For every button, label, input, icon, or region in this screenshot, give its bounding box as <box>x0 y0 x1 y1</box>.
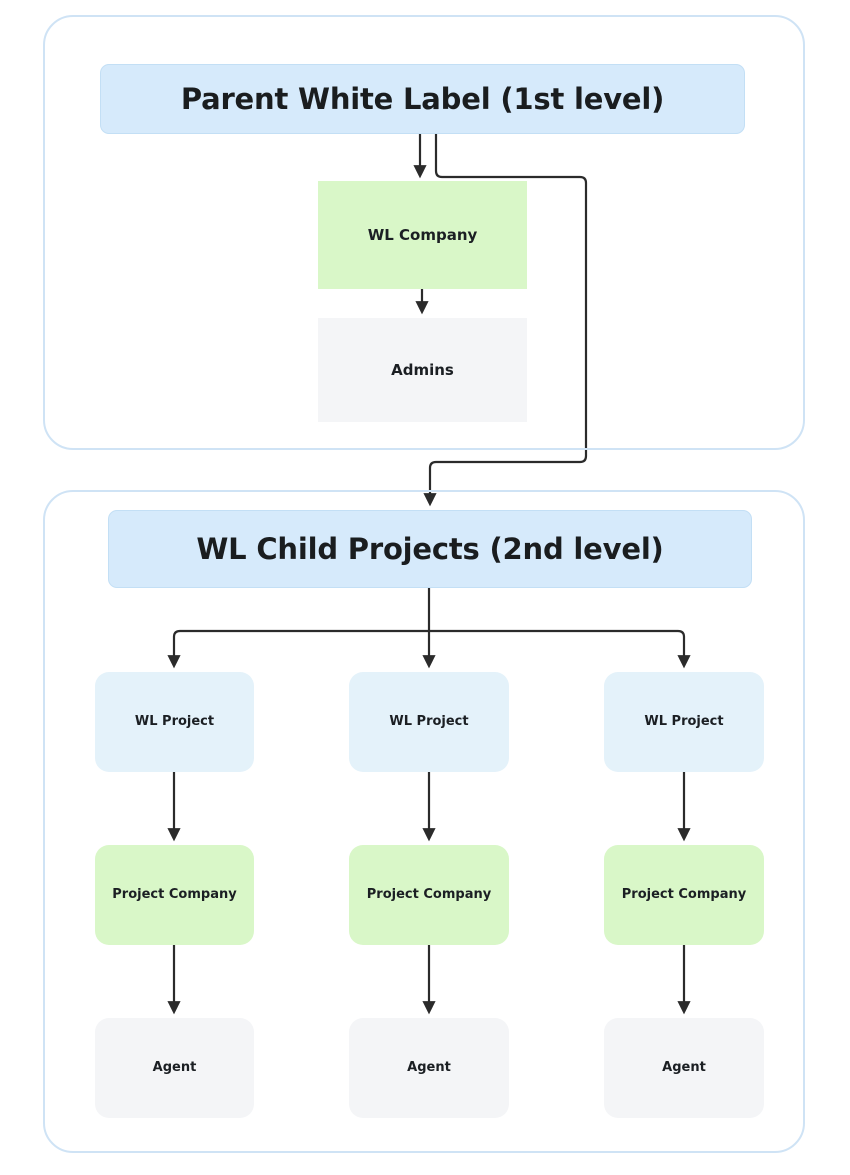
cluster-title-wl-child-projects: WL Child Projects (2nd level) <box>108 510 752 588</box>
node-wl-company[interactable]: WL Company <box>318 181 527 289</box>
node-wl-project-3[interactable]: WL Project <box>604 672 764 772</box>
node-project-company-1[interactable]: Project Company <box>95 845 254 945</box>
node-project-company-2[interactable]: Project Company <box>349 845 509 945</box>
node-agent-3[interactable]: Agent <box>604 1018 764 1118</box>
cluster-parent-white-label <box>43 15 805 450</box>
node-project-company-3[interactable]: Project Company <box>604 845 764 945</box>
cluster-title-parent-white-label: Parent White Label (1st level) <box>100 64 745 134</box>
node-wl-project-2[interactable]: WL Project <box>349 672 509 772</box>
node-wl-project-1[interactable]: WL Project <box>95 672 254 772</box>
node-agent-1[interactable]: Agent <box>95 1018 254 1118</box>
node-agent-2[interactable]: Agent <box>349 1018 509 1118</box>
cluster-wl-child-projects <box>43 490 805 1153</box>
node-admins[interactable]: Admins <box>318 318 527 422</box>
